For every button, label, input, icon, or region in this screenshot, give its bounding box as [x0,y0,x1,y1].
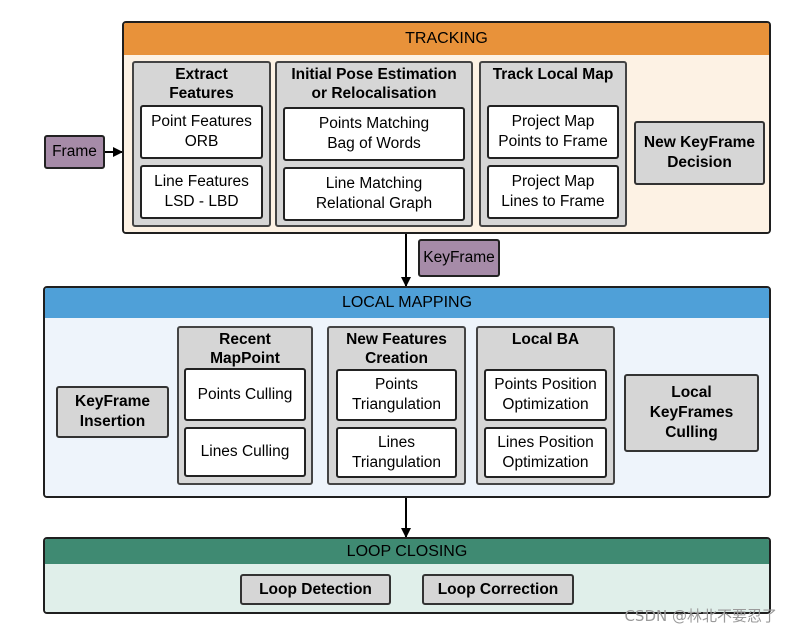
points-culling-box: Points Culling [184,368,306,421]
local-ba-group: Local BA Points Position Optimization Li… [476,326,615,485]
local-keyframes-culling-box: Local KeyFrames Culling [624,374,759,452]
track-local-map-group: Track Local Map Project Map Points to Fr… [479,61,627,227]
new-keyframe-decision-box: New KeyFrame Decision [634,121,765,185]
points-triangulation-box: Points Triangulation [336,369,457,421]
line-matching-box: Line Matching Relational Graph [283,167,465,221]
project-map-points-box: Project Map Points to Frame [487,105,619,159]
loop-closing-panel: LOOP CLOSING Loop Detection Loop Correct… [43,537,771,614]
points-matching-box: Points Matching Bag of Words [283,107,465,161]
local-ba-title: Local BA [511,331,580,348]
watermark: CSDN @林北不要忍了 [624,607,777,625]
keyframe-label: KeyFrame [423,249,495,266]
loop-detection-box: Loop Detection [240,574,391,605]
points-position-optimization-box: Points Position Optimization [484,369,607,421]
local-mapping-body: KeyFrame Insertion Recent MapPoint Point… [45,318,769,496]
lines-culling-box: Lines Culling [184,427,306,477]
tracking-body: Extract Features Point Features ORB Line… [124,55,769,232]
tracking-title: TRACKING [405,30,488,47]
loop-closing-header: LOOP CLOSING [45,539,769,566]
project-map-lines-box: Project Map Lines to Frame [487,165,619,219]
track-local-map-title: Track Local Map [492,66,614,83]
local-mapping-header: LOCAL MAPPING [45,288,769,320]
recent-mappoint-title: Recent MapPoint [210,331,280,367]
initial-pose-group: Initial Pose Estimation or Relocalisatio… [275,61,473,227]
extract-features-title: Extract Features [169,66,234,102]
tracking-panel: TRACKING Extract Features Point Features… [122,21,771,234]
point-features-box: Point Features ORB [140,105,263,159]
loop-closing-body: Loop Detection Loop Correction [45,564,769,612]
loop-correction-box: Loop Correction [422,574,574,605]
recent-mappoint-group: Recent MapPoint Points Culling Lines Cul… [177,326,313,485]
line-features-box: Line Features LSD - LBD [140,165,263,219]
tracking-header: TRACKING [124,23,769,57]
keyframe-insertion-box: KeyFrame Insertion [56,386,169,438]
lines-position-optimization-box: Lines Position Optimization [484,427,607,478]
local-mapping-title: LOCAL MAPPING [341,294,473,311]
new-features-creation-group: New Features Creation Points Triangulati… [327,326,466,485]
initial-pose-title: Initial Pose Estimation or Relocalisatio… [291,66,457,102]
lines-triangulation-box: Lines Triangulation [336,427,457,478]
new-features-creation-title: New Features Creation [346,331,447,367]
frame-label: Frame [52,143,97,160]
keyframe-output-box: KeyFrame [418,239,500,277]
local-mapping-panel: LOCAL MAPPING KeyFrame Insertion Recent … [43,286,771,498]
extract-features-group: Extract Features Point Features ORB Line… [132,61,271,227]
frame-input-box: Frame [44,135,105,169]
loop-closing-title: LOOP CLOSING [346,542,468,560]
